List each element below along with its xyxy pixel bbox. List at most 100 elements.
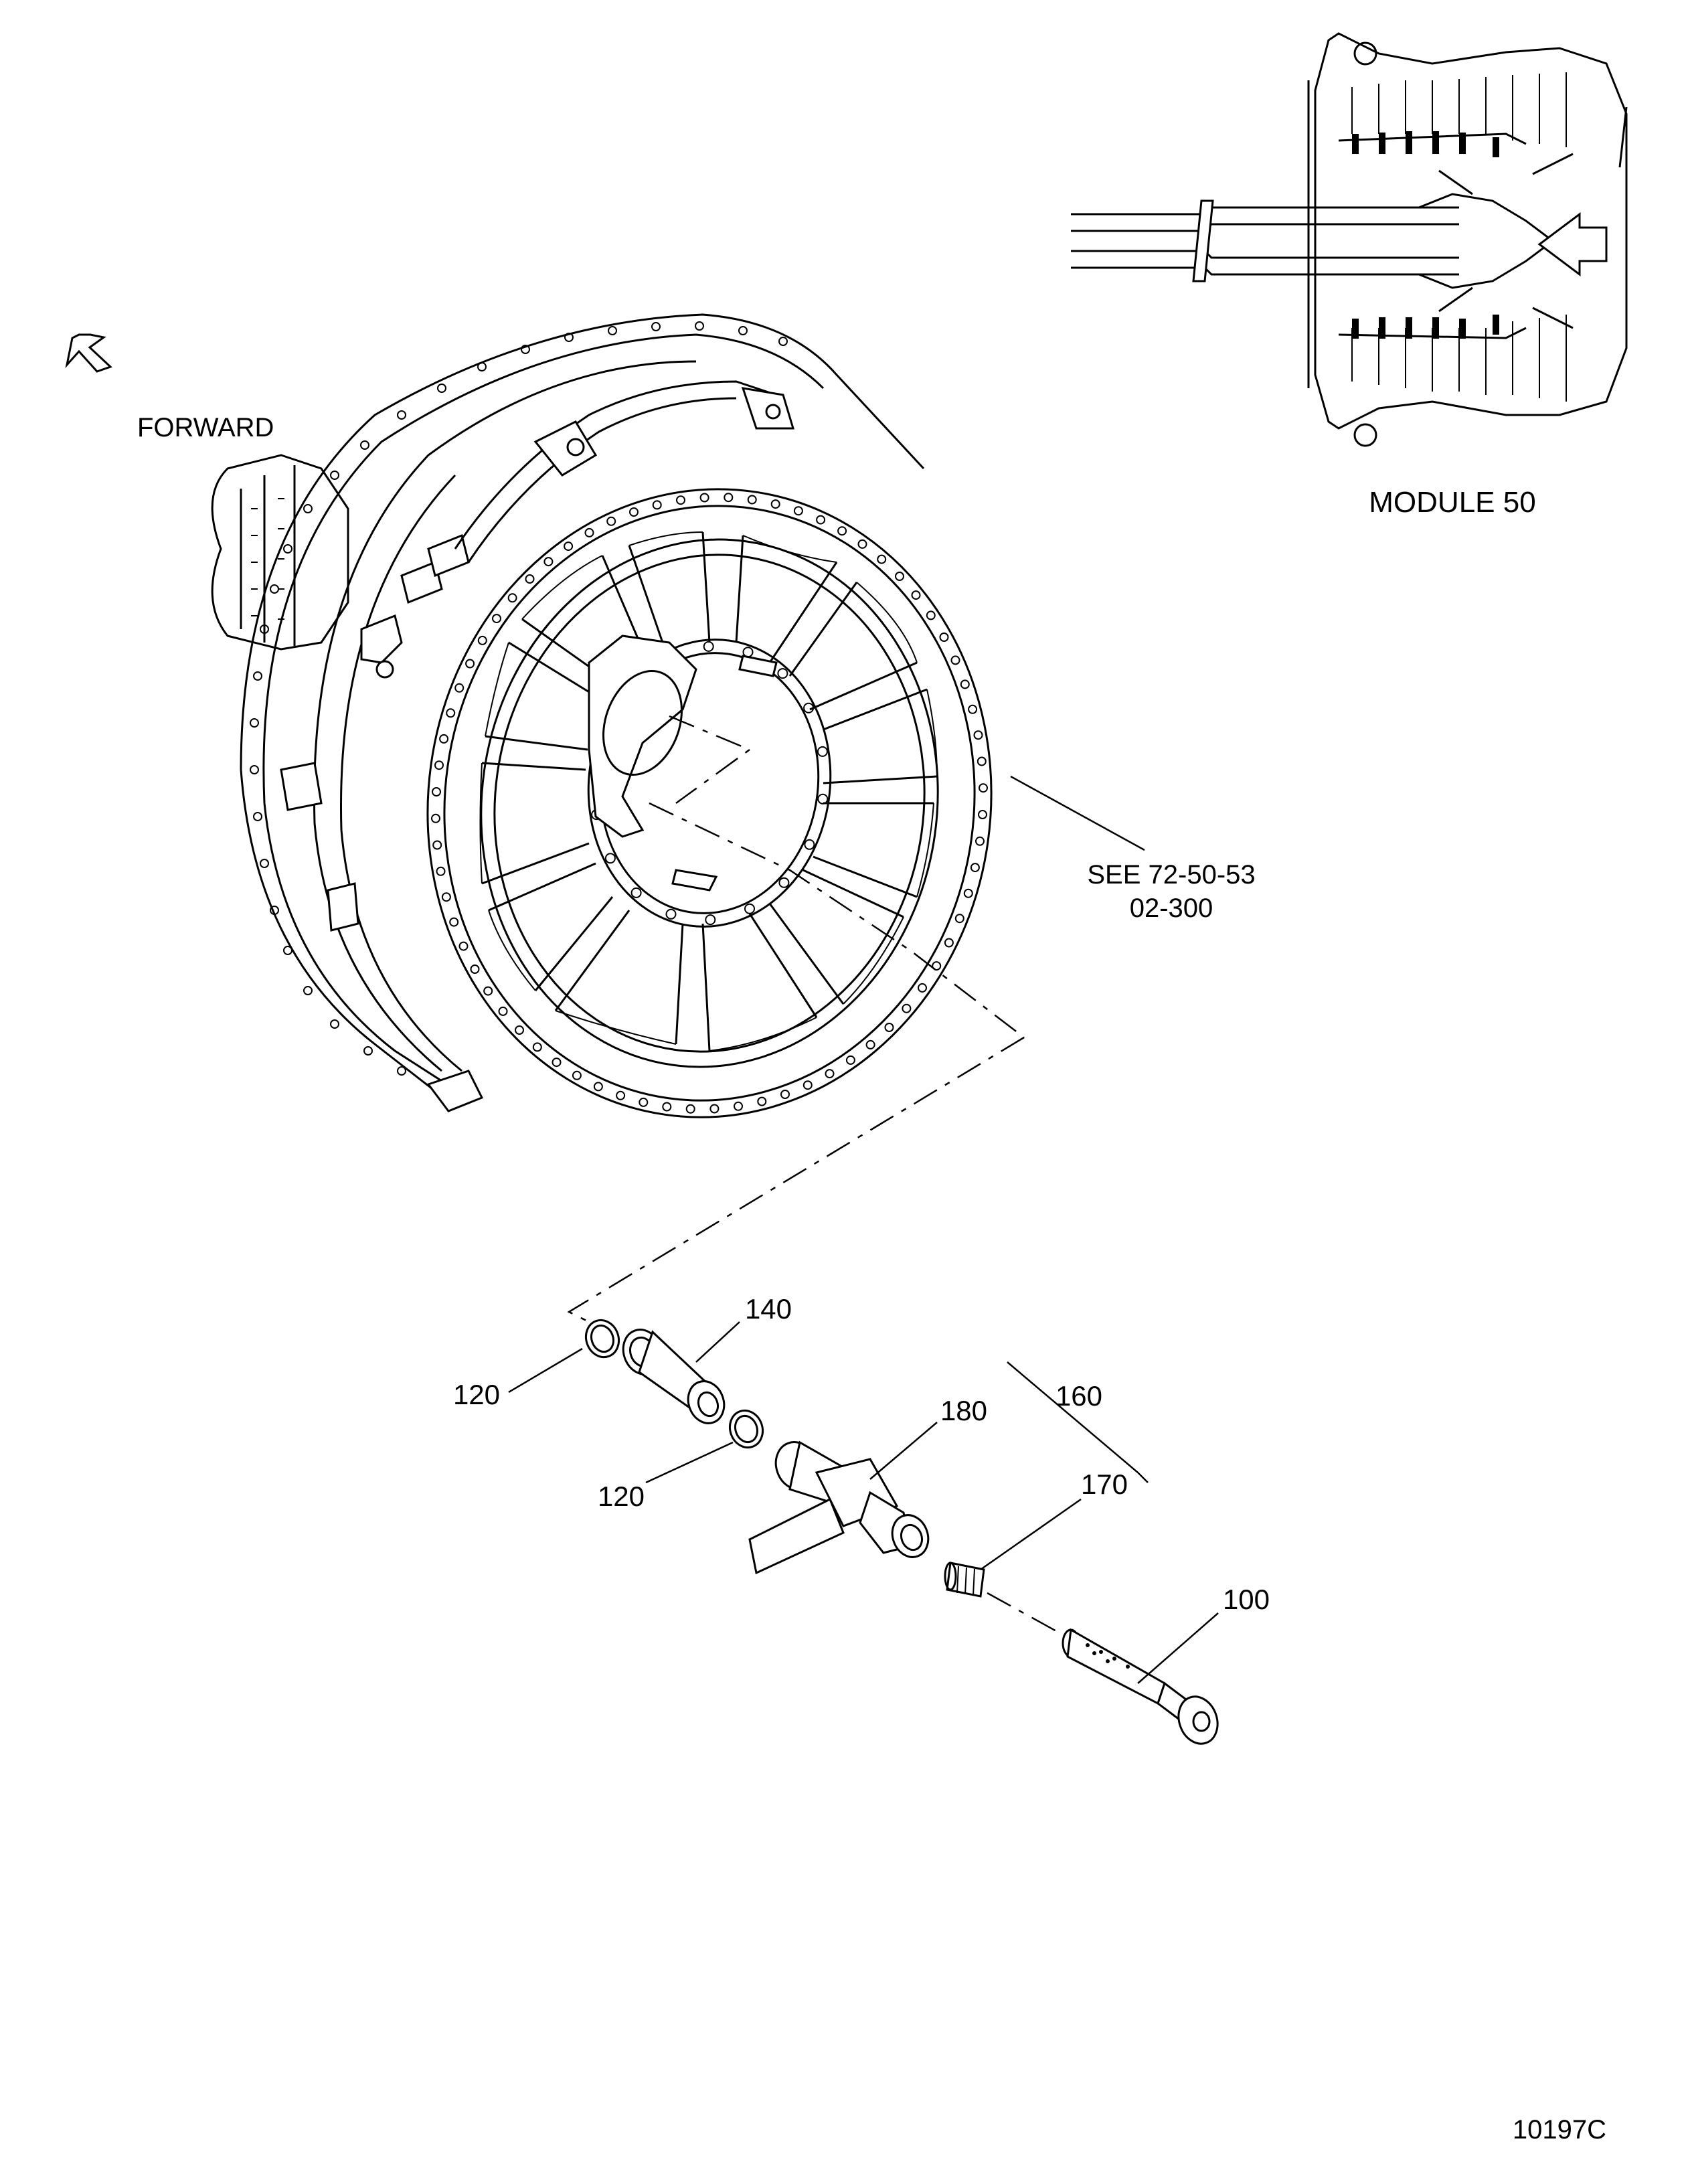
flange-bolt-hole xyxy=(454,683,465,693)
flange-bolt-hole xyxy=(606,516,616,526)
flange-bolt-hole xyxy=(837,526,847,536)
flange-bolt-hole xyxy=(572,1070,582,1080)
flange-bolt-hole xyxy=(483,986,493,996)
flange-bolt-hole xyxy=(932,961,942,971)
flange-bolt-hole xyxy=(895,572,904,581)
figure-number: 10197C xyxy=(1513,2115,1606,2145)
flange-bolt-hole xyxy=(757,1096,767,1106)
support-struts xyxy=(481,531,938,1052)
flange-bolt-hole xyxy=(954,914,964,924)
flange-bolt-hole xyxy=(584,527,594,537)
casing-bolt-holes xyxy=(250,321,788,1076)
flange-bolt-hole xyxy=(564,541,574,552)
see-reference-line2: 02-300 xyxy=(1130,894,1213,923)
flange-bolt-hole xyxy=(926,610,936,620)
flange-bolt-hole xyxy=(877,554,887,564)
bolt-centerline xyxy=(987,1592,1085,1648)
flange-bolt-hole xyxy=(884,1023,894,1032)
flange-bolt-hole xyxy=(543,557,554,567)
flange-bolt-hole xyxy=(975,836,985,846)
exploded-view-centerline xyxy=(567,1036,1025,1323)
flange-bolt-hole xyxy=(970,863,980,873)
callout-leaders xyxy=(508,1321,1219,1684)
flange-bolt-hole xyxy=(950,655,960,665)
flange-bolt-hole xyxy=(685,1104,695,1114)
flange-bolt-hole xyxy=(552,1058,562,1068)
module-50-section-view xyxy=(1071,32,1628,447)
flange-bolt-hole xyxy=(652,500,662,510)
flange-bolt-hole xyxy=(432,840,442,850)
flange-bolt-hole xyxy=(434,760,444,770)
turbine-module-assembly xyxy=(211,313,1025,1118)
flange-bolt-hole xyxy=(629,507,639,517)
flange-bolt-hole xyxy=(449,917,459,927)
flange-bolt-hole xyxy=(770,499,780,509)
flange-bolt-hole xyxy=(963,888,973,898)
see-reference-line1: SEE 72-50-53 xyxy=(1087,860,1255,890)
part-120-upper-seal-ring xyxy=(584,1319,620,1359)
hub-bolt-hole xyxy=(703,641,714,652)
flange-bolt-hole xyxy=(439,734,449,744)
hub-bolt-hole xyxy=(744,903,755,914)
callout-170: 170 xyxy=(1081,1468,1128,1500)
flange-bolt-hole xyxy=(507,593,517,603)
flange-bolt-hole xyxy=(734,1101,743,1111)
forward-arrow-icon xyxy=(65,333,112,373)
part-100-bolt xyxy=(1062,1628,1219,1745)
flange-bolt-hole xyxy=(845,1055,855,1065)
part-140-sleeve xyxy=(622,1329,726,1424)
flange-bolt-hole xyxy=(816,515,826,525)
flange-bolt-holes xyxy=(431,493,988,1114)
flange-bolt-hole xyxy=(477,635,487,645)
part-120-lower-seal-ring xyxy=(728,1409,764,1449)
flange-bolt-hole xyxy=(525,574,535,584)
flange-bolt-hole xyxy=(944,938,954,948)
callout-180: 180 xyxy=(940,1395,987,1426)
callout-140: 140 xyxy=(745,1293,792,1325)
hub-bolt-hole xyxy=(604,853,616,864)
flange-bolt-hole xyxy=(436,866,446,876)
flange-bolt-hole xyxy=(515,1025,524,1035)
hub-bolt-hole xyxy=(665,908,677,920)
hub-bolt-hole xyxy=(705,914,716,926)
flange-bolt-hole xyxy=(978,810,987,819)
hub-bolt-hole xyxy=(777,668,788,679)
flange-bolt-hole xyxy=(676,495,685,505)
hub-bolt-hole xyxy=(817,793,829,805)
hub-bolt-hole xyxy=(803,702,815,713)
hub-bolt-hole xyxy=(804,839,815,850)
flange-bolt-hole xyxy=(825,1069,835,1079)
flange-bolt-hole xyxy=(492,614,501,624)
flange-bolt-hole xyxy=(960,679,970,689)
flange-bolt-hole xyxy=(441,892,451,902)
flange-bolt-hole xyxy=(593,1082,603,1092)
front-flange-ring xyxy=(426,488,993,1118)
flange-bolt-hole xyxy=(977,756,987,766)
callout-120-upper: 120 xyxy=(453,1379,500,1410)
flange-bolt-hole xyxy=(973,730,983,740)
flange-bolt-hole xyxy=(465,659,475,669)
flange-bolt-hole xyxy=(458,941,469,951)
flange-bolt-hole xyxy=(532,1042,542,1052)
flange-bolt-hole xyxy=(470,964,480,974)
callout-100: 100 xyxy=(1223,1584,1270,1615)
flange-bolt-hole xyxy=(939,633,949,642)
part-170-insert xyxy=(944,1562,985,1598)
flange-bolt-hole xyxy=(803,1080,813,1090)
flange-bolt-hole xyxy=(857,539,867,549)
flange-bolt-hole xyxy=(431,813,440,823)
flange-bolt-hole xyxy=(432,787,441,796)
flange-bolt-hole xyxy=(709,1104,720,1114)
flange-bolt-hole xyxy=(498,1006,508,1016)
flange-bolt-hole xyxy=(724,493,734,503)
flange-bolt-hole xyxy=(662,1102,672,1112)
flange-bolt-hole xyxy=(780,1090,790,1099)
flange-bolt-hole xyxy=(699,493,709,503)
callout-160: 160 xyxy=(1056,1380,1102,1412)
hub-bolt-hole xyxy=(778,877,790,888)
flange-bolt-hole xyxy=(902,1003,912,1013)
hub-bolt-hole xyxy=(817,746,828,757)
forward-label: FORWARD xyxy=(137,413,274,442)
flange-bolt-hole xyxy=(918,983,927,993)
